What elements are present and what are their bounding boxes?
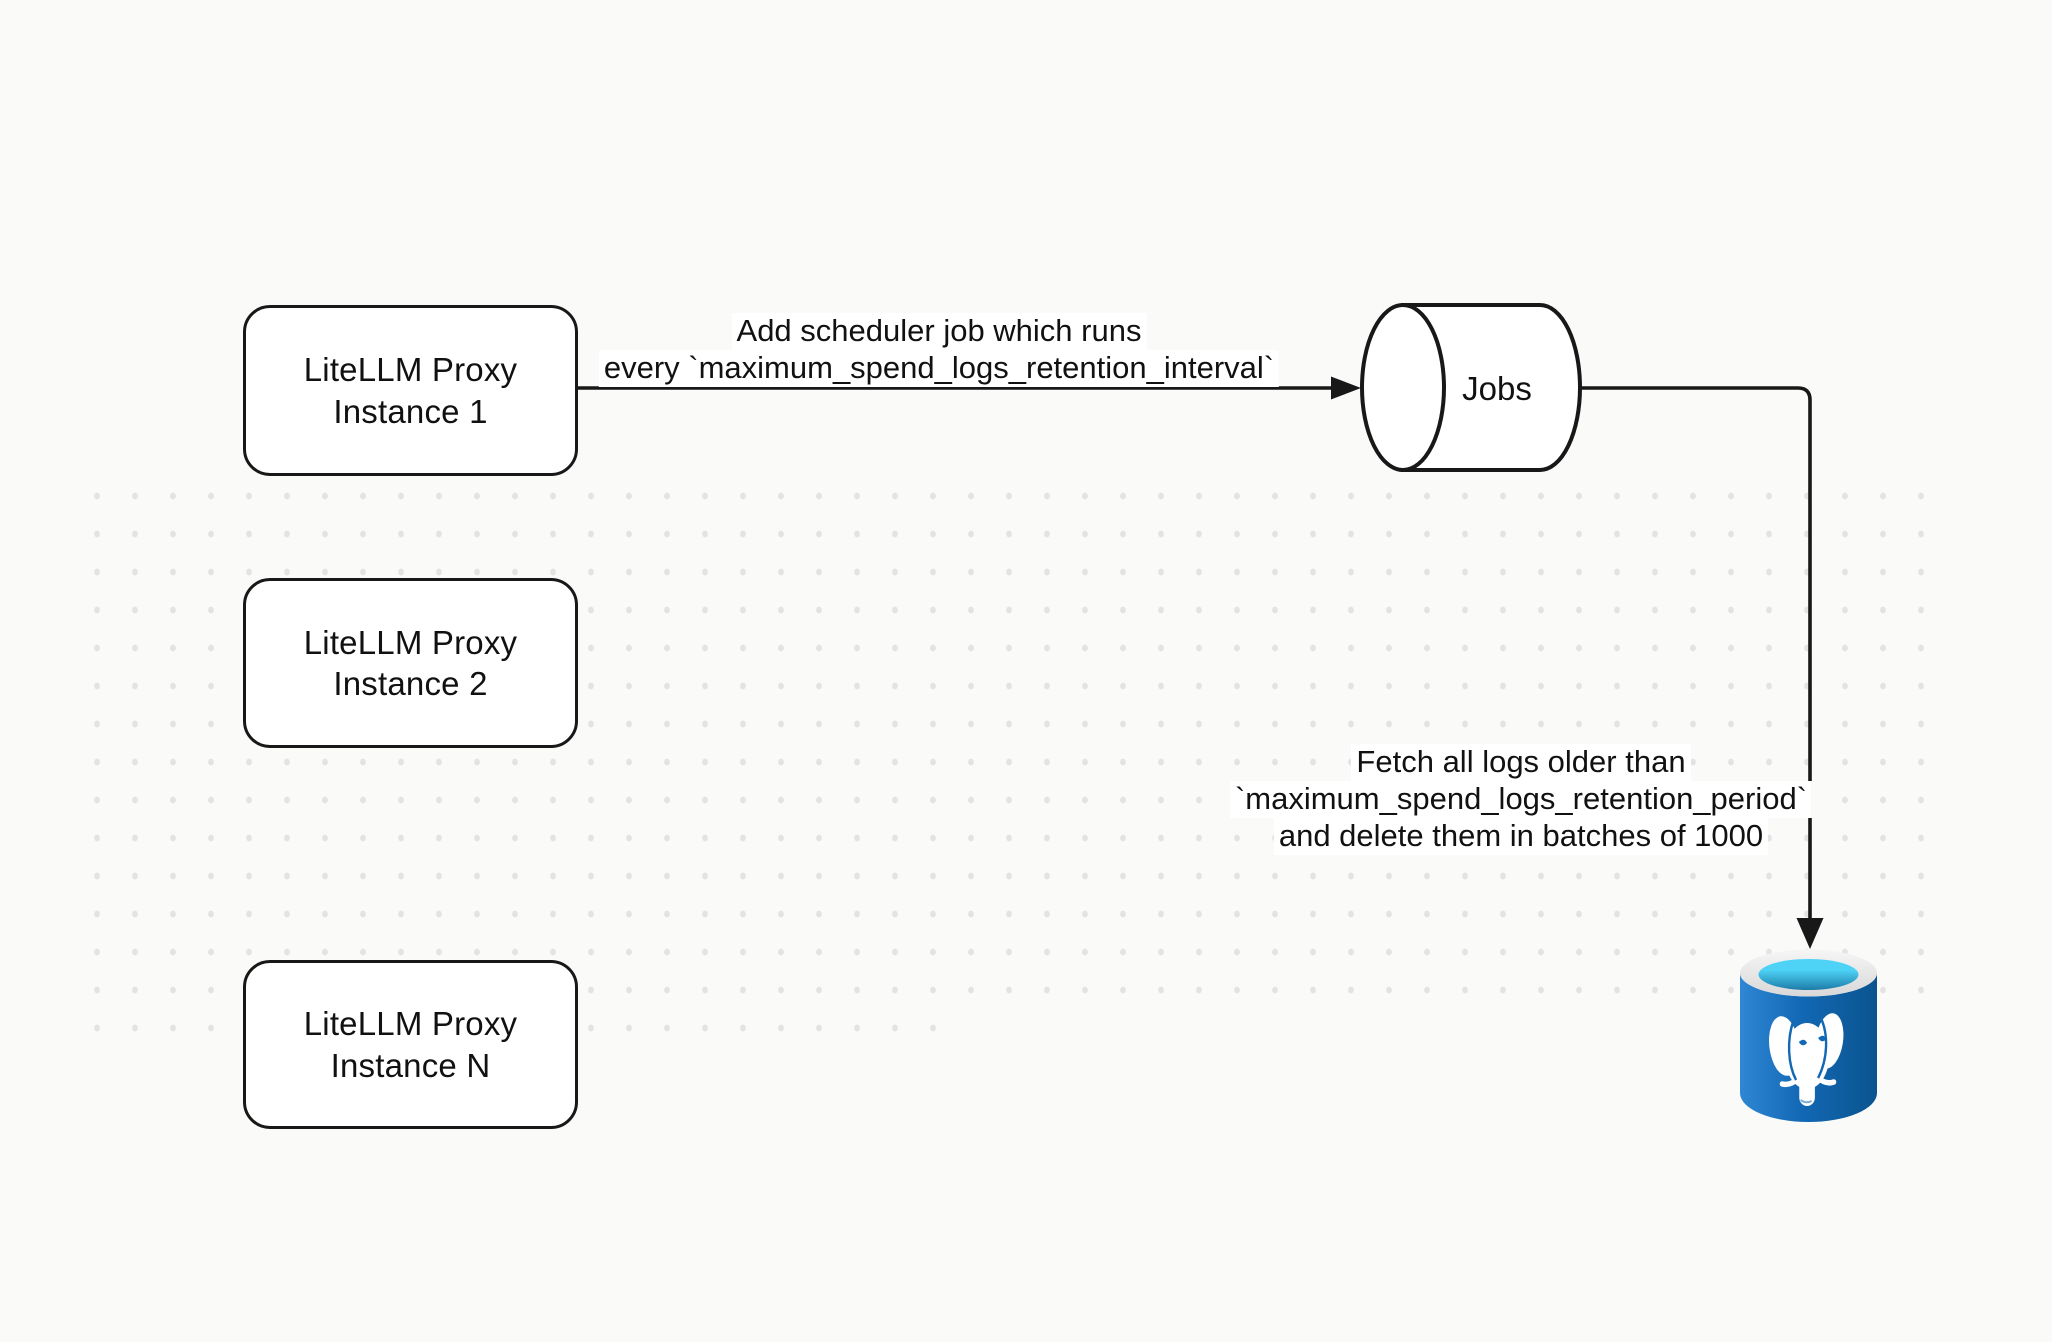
node-label-line1: LiteLLM Proxy — [303, 351, 518, 389]
edge-label-line: Add scheduler job which runs — [731, 313, 1147, 350]
edge-label-line: `maximum_spend_logs_retention_period` — [1229, 780, 1813, 818]
postgres-elephant-icon — [1769, 1013, 1844, 1106]
node-label-line2: Instance 1 — [333, 392, 488, 430]
arrowhead-down-icon — [1796, 918, 1824, 949]
node-label-line1: LiteLLM Proxy — [303, 1005, 518, 1043]
node-litellm-proxy-instance-1: LiteLLM Proxy Instance 1 — [243, 305, 578, 476]
jobs-queue-label: Jobs — [1462, 370, 1532, 407]
edge-add-scheduler-job — [572, 376, 1361, 400]
node-label-line2: Instance N — [330, 1046, 491, 1084]
jobs-queue-shape — [1360, 303, 1582, 472]
node-litellm-proxy-instance-n: LiteLLM Proxy Instance N — [243, 960, 578, 1129]
edge-label-line: every `maximum_spend_logs_retention_inte… — [598, 349, 1280, 387]
node-litellm-proxy-instance-2: LiteLLM Proxy Instance 2 — [243, 578, 578, 748]
postgresql-database-icon — [1739, 949, 1877, 1122]
edge-label-fetch-logs: Fetch all logs older than `maximum_spend… — [1229, 744, 1813, 855]
edge-fetch-delete-logs — [1578, 386, 1824, 949]
edge-label-line: and delete them in batches of 1000 — [1273, 817, 1769, 855]
arrowhead-right-icon — [1331, 376, 1361, 400]
edge-label-line: Fetch all logs older than — [1351, 744, 1691, 781]
pg-cylinder-water — [1758, 959, 1859, 990]
edge-label-add-scheduler: Add scheduler job which runs every `maxi… — [598, 313, 1280, 387]
node-label-line2: Instance 2 — [333, 665, 488, 702]
node-label-line1: LiteLLM Proxy — [303, 623, 518, 661]
